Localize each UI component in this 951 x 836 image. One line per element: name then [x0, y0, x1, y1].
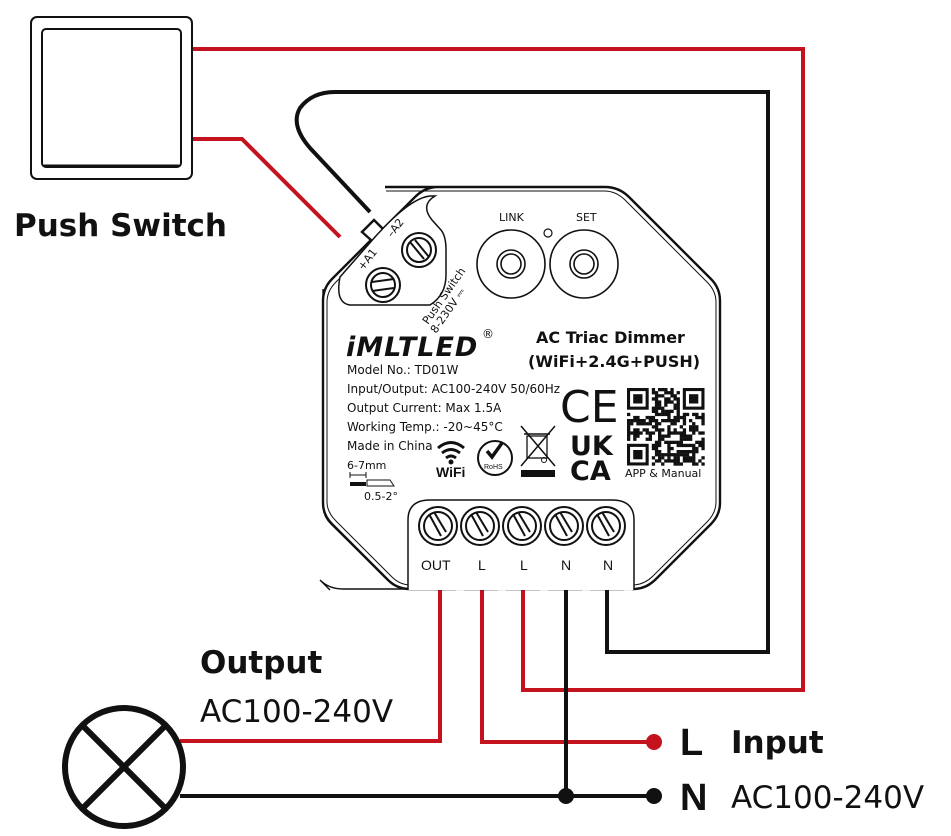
terminal-label-n2: N — [603, 557, 613, 573]
wire-switch-to-a1 — [192, 137, 342, 239]
a2-screw-terminal[interactable] — [401, 232, 437, 268]
qr-caption: APP & Manual — [625, 467, 701, 480]
push-switch[interactable] — [30, 16, 193, 180]
terminal-label-l1: L — [478, 557, 486, 573]
input-title: Input — [731, 725, 824, 761]
spec-temp: Working Temp.: -20~45°C — [347, 420, 503, 434]
spec-origin: Made in China — [347, 439, 433, 453]
link-button-label: LINK — [499, 211, 525, 224]
qr-code[interactable] — [627, 388, 705, 466]
terminal-labels: OUT L L N N — [421, 557, 613, 573]
ca-mark: CA — [570, 456, 611, 487]
wire-l-input — [480, 590, 652, 744]
rohs-icon: RoHS — [477, 440, 513, 476]
screw-terminal-n2[interactable] — [586, 506, 626, 546]
output-voltage: AC100-240V — [200, 694, 393, 730]
push-terminal-block — [338, 195, 447, 306]
device-title-line2: (WiFi+2.4G+PUSH) — [528, 352, 700, 371]
spec-model: Model No.: TD01W — [347, 363, 458, 377]
device-title-line1: AC Triac Dimmer — [536, 328, 685, 347]
lamp-icon — [62, 705, 186, 829]
input-l-label: L — [680, 722, 703, 764]
set-button[interactable] — [549, 229, 619, 299]
wire-switch-to-l-terminal — [192, 47, 805, 692]
input-n-label: N — [680, 777, 707, 819]
spec-current: Output Current: Max 1.5A — [347, 401, 502, 415]
wire-a2-to-n-terminal — [294, 90, 770, 654]
screw-terminal-n1[interactable] — [544, 506, 584, 546]
ce-mark: CE — [560, 382, 619, 433]
input-voltage: AC100-240V — [731, 780, 924, 816]
terminal-label-l2: L — [520, 557, 528, 573]
weee-bin-icon — [520, 425, 556, 477]
link-button[interactable] — [476, 229, 546, 299]
a1-screw-terminal[interactable] — [365, 267, 401, 303]
svg-text:iMLTLED: iMLTLED — [346, 332, 478, 363]
terminal-label-n1: N — [561, 557, 571, 573]
status-led — [543, 228, 553, 238]
wifi-label: WiFi — [436, 464, 465, 480]
wire-strip-icon — [349, 472, 395, 487]
brand-logo: iMLTLED ® — [346, 327, 494, 363]
svg-text:®: ® — [482, 327, 494, 341]
strip-length-label: 6-7mm — [347, 459, 386, 472]
n-input-terminal-dot[interactable] — [646, 788, 662, 804]
spec-list: Model No.: TD01W Input/Output: AC100-240… — [347, 363, 560, 453]
push-switch-label: Push Switch — [14, 208, 227, 244]
screw-terminal-out[interactable] — [418, 506, 458, 546]
uk-mark: UK — [570, 431, 614, 462]
screw-terminal-l2[interactable] — [502, 506, 542, 546]
screw-terminal-l1[interactable] — [460, 506, 500, 546]
svg-text:RoHS: RoHS — [484, 464, 503, 471]
l-input-terminal-dot[interactable] — [646, 734, 662, 750]
wire-out-to-lamp — [180, 590, 442, 743]
spec-io: Input/Output: AC100-240V 50/60Hz — [347, 382, 560, 396]
set-button-label: SET — [576, 211, 597, 224]
wifi-icon — [437, 441, 465, 465]
terminal-label-out: OUT — [421, 557, 451, 573]
output-title: Output — [200, 645, 323, 681]
junction-dot — [558, 788, 574, 804]
strip-gauge-label: 0.5-2° — [364, 490, 398, 503]
